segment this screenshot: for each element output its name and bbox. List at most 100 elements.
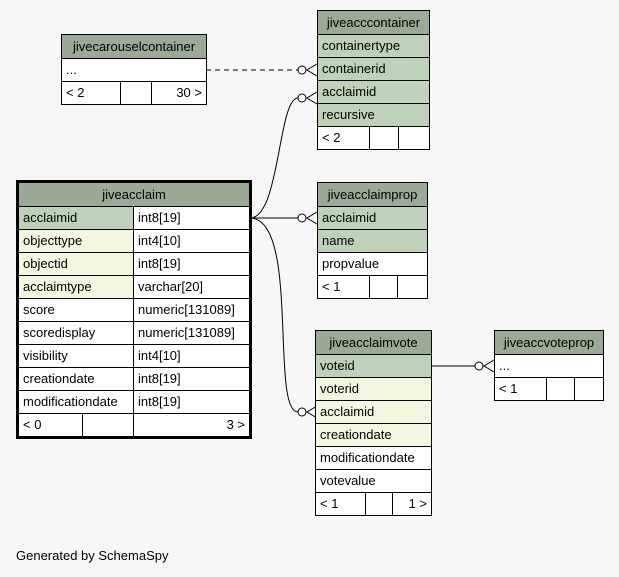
carousel-to-acccontainer-circle [297, 65, 307, 75]
column-type: numeric[131089] [133, 322, 249, 344]
table-row: acclaimid int8[19] [19, 206, 249, 229]
table-row: scoredisplay numeric[131089] [19, 321, 249, 344]
column-type: int8[19] [133, 253, 249, 275]
table-row: modificationdate int8[19] [19, 390, 249, 413]
table-jivecarouselcontainer[interactable]: jivecarouselcontainer ... < 2 30 > [61, 34, 207, 105]
column-name: propvalue [318, 253, 427, 275]
footer-spacer [120, 82, 151, 104]
table-row: visibility int4[10] [19, 344, 249, 367]
acclaim-to-acccontainer-circle [297, 93, 307, 103]
acclaim-to-acccontainer-line [249, 97, 299, 219]
column-name: recursive [318, 104, 429, 126]
table-title: jiveacclaim [102, 186, 166, 202]
column-type: numeric[131089] [133, 299, 249, 321]
column-type: int4[10] [133, 345, 249, 367]
footer-spacer [82, 414, 133, 436]
table-row: voteid [316, 354, 431, 377]
children-count [398, 127, 429, 149]
footer-spacer [369, 127, 398, 149]
table-header: jiveacclaim [19, 183, 249, 206]
parents-count[interactable]: < 2 [322, 130, 341, 145]
acclaim-to-acclaimvote-line [249, 217, 299, 413]
column-name: creationdate [19, 368, 133, 390]
column-name: acclaimid [19, 207, 133, 229]
column-name: objectid [19, 253, 133, 275]
column-name: visibility [19, 345, 133, 367]
parents-count[interactable]: < 1 [320, 496, 339, 511]
children-count [397, 276, 427, 298]
column-type: int8[19] [133, 368, 249, 390]
column-name: ... [62, 59, 206, 81]
table-row: score numeric[131089] [19, 298, 249, 321]
table-row: containertype [318, 34, 429, 57]
table-title: jiveacccontainer [326, 14, 421, 30]
table-footer: < 0 3 > [19, 413, 249, 436]
acclaim-to-acclaimprop-crow [306, 211, 318, 225]
table-row: name [318, 229, 427, 252]
table-footer: < 2 30 > [62, 81, 206, 104]
column-type: int4[10] [133, 230, 249, 252]
children-count [574, 378, 603, 400]
vote-to-voteprop-crow [483, 359, 495, 373]
table-row: objecttype int4[10] [19, 229, 249, 252]
column-name: containertype [318, 35, 429, 57]
column-name: score [19, 299, 133, 321]
parents-count[interactable]: < 0 [23, 417, 42, 432]
column-name: acclaimid [318, 207, 427, 229]
table-jiveacclaimvote[interactable]: jiveacclaimvote voteid voterid acclaimid… [315, 330, 432, 516]
column-name: voterid [316, 378, 431, 400]
acclaim-to-acclaimvote-crow [306, 405, 318, 419]
column-name: acclaimid [318, 81, 429, 103]
table-footer: < 1 [495, 377, 603, 400]
generated-by-label: Generated by SchemaSpy [16, 548, 169, 563]
acclaim-to-acclaimprop-circle [297, 213, 307, 223]
table-header: jiveacclaimvote [316, 331, 431, 354]
table-row: ... [62, 58, 206, 81]
children-count[interactable]: 30 > [151, 82, 206, 104]
table-row: acclaimtype varchar[20] [19, 275, 249, 298]
parents-count[interactable]: < 1 [499, 381, 518, 396]
vote-to-voteprop-circle [474, 361, 484, 371]
table-row: acclaimid [316, 400, 431, 423]
table-header: jiveaccvoteprop [495, 331, 603, 354]
table-row: ... [495, 354, 603, 377]
column-name: containerid [318, 58, 429, 80]
table-jiveacclaimprop[interactable]: jiveacclaimprop acclaimid name propvalue… [317, 182, 428, 299]
column-name: objecttype [19, 230, 133, 252]
column-name: acclaimtype [19, 276, 133, 298]
column-name: modificationdate [316, 447, 431, 469]
table-jiveacclaim[interactable]: jiveacclaim acclaimid int8[19] objecttyp… [16, 180, 252, 439]
children-count[interactable]: 1 > [392, 493, 431, 515]
table-row: votevalue [316, 469, 431, 492]
table-title: jivecarouselcontainer [72, 38, 196, 54]
table-row: propvalue [318, 252, 427, 275]
table-footer: < 1 [318, 275, 427, 298]
parents-count[interactable]: < 2 [66, 85, 85, 100]
table-row: creationdate [316, 423, 431, 446]
column-name: modificationdate [19, 391, 133, 413]
table-footer: < 2 [318, 126, 429, 149]
table-row: modificationdate [316, 446, 431, 469]
table-row: objectid int8[19] [19, 252, 249, 275]
table-row: creationdate int8[19] [19, 367, 249, 390]
column-name: creationdate [316, 424, 431, 446]
footer-spacer [369, 276, 397, 298]
table-jiveaccvoteprop[interactable]: jiveaccvoteprop ... < 1 [494, 330, 604, 401]
children-count[interactable]: 3 > [133, 414, 249, 436]
table-title: jiveacclaimvote [329, 334, 418, 350]
column-type: int8[19] [133, 207, 249, 229]
table-jiveacccontainer[interactable]: jiveacccontainer containertype container… [317, 10, 430, 150]
column-name: acclaimid [316, 401, 431, 423]
table-row: acclaimid [318, 80, 429, 103]
footer-spacer [546, 378, 574, 400]
column-name: name [318, 230, 427, 252]
table-title: jiveacclaimprop [327, 186, 418, 202]
table-footer: < 1 1 > [316, 492, 431, 515]
table-row: containerid [318, 57, 429, 80]
footer-spacer [365, 493, 392, 515]
column-name: voteid [316, 355, 431, 377]
parents-count[interactable]: < 1 [322, 279, 341, 294]
acclaim-to-acclaimvote-circle [297, 407, 307, 417]
table-row: voterid [316, 377, 431, 400]
